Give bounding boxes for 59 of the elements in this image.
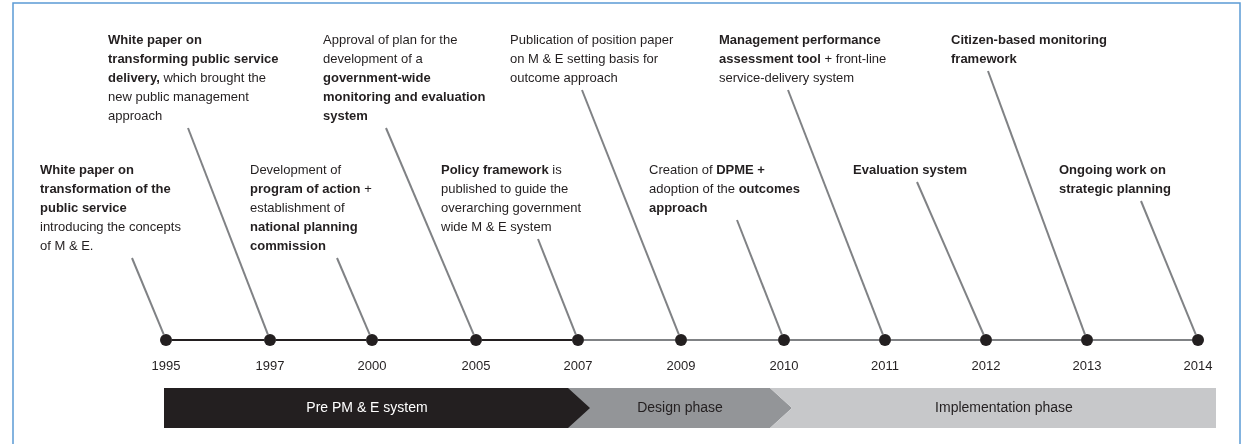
leader-line xyxy=(736,219,783,336)
timeline-segment xyxy=(1092,339,1193,341)
event-description: White paper on transformation of the public service introducing the concepts of M & E. xyxy=(40,160,190,255)
event-description: Evaluation system xyxy=(853,160,1003,179)
implementation-phase-band xyxy=(770,388,1216,428)
timeline-dot xyxy=(778,334,790,346)
timeline-dot xyxy=(572,334,584,346)
year-label: 2011 xyxy=(870,358,900,373)
timeline-segment xyxy=(481,339,573,341)
timeline-segment xyxy=(686,339,779,341)
timeline-dot xyxy=(160,334,172,346)
event-description: Publication of position paper on M & E setting basis for outcome approach xyxy=(510,30,675,87)
timeline-segment xyxy=(789,339,880,341)
leader-line xyxy=(581,89,680,336)
leader-line xyxy=(537,238,577,336)
event-description: White paper on transforming public service delivery, which brought the new public management approach xyxy=(108,30,283,125)
timeline-segment xyxy=(890,339,981,341)
year-label: 2000 xyxy=(356,358,388,373)
pre-system-phase-band xyxy=(164,388,592,428)
timeline-dot xyxy=(980,334,992,346)
phase-label: Pre PM & E system xyxy=(305,399,429,415)
leader-line xyxy=(1140,200,1197,336)
timeline-segment xyxy=(377,339,471,341)
leader-line xyxy=(787,89,884,336)
leader-line xyxy=(336,257,371,336)
event-description: Citizen-based monitoring framework xyxy=(951,30,1121,68)
phase-label: Design phase xyxy=(636,399,724,415)
year-label: 2012 xyxy=(970,358,1002,373)
timeline-dot xyxy=(1081,334,1093,346)
event-description: Management performance assessment tool + front-line service-delivery system xyxy=(719,30,929,87)
timeline-dot xyxy=(470,334,482,346)
event-description: Ongoing work on strategic planning xyxy=(1059,160,1219,198)
event-description: Approval of plan for the development of a government-wide monitoring and evaluation system xyxy=(323,30,493,125)
year-label: 2009 xyxy=(665,358,697,373)
year-label: 1995 xyxy=(150,358,182,373)
leader-line xyxy=(131,257,165,336)
timeline-segment xyxy=(275,339,367,341)
timeline-segment xyxy=(583,339,676,341)
timeline-dot xyxy=(1192,334,1204,346)
leader-line xyxy=(187,127,269,336)
timeline-dot xyxy=(264,334,276,346)
year-label: 2014 xyxy=(1182,358,1214,373)
leader-line xyxy=(916,181,985,336)
leader-line xyxy=(385,127,475,336)
year-label: 2010 xyxy=(768,358,800,373)
timeline-segment xyxy=(171,339,265,341)
event-description: Development of program of action + establishment of national planning commission xyxy=(250,160,390,255)
year-label: 2005 xyxy=(460,358,492,373)
leader-line xyxy=(987,70,1086,336)
timeline-dot xyxy=(879,334,891,346)
event-description: Creation of DPME + adoption of the outcomes approach xyxy=(649,160,809,217)
event-description: Policy framework is published to guide the overarching government wide M & E system xyxy=(441,160,591,236)
timeline-dot xyxy=(366,334,378,346)
year-label: 1997 xyxy=(254,358,286,373)
year-label: 2013 xyxy=(1071,358,1103,373)
timeline-dot xyxy=(675,334,687,346)
phase-label: Implementation phase xyxy=(934,399,1074,415)
timeline-segment xyxy=(991,339,1082,341)
year-label: 2007 xyxy=(562,358,594,373)
